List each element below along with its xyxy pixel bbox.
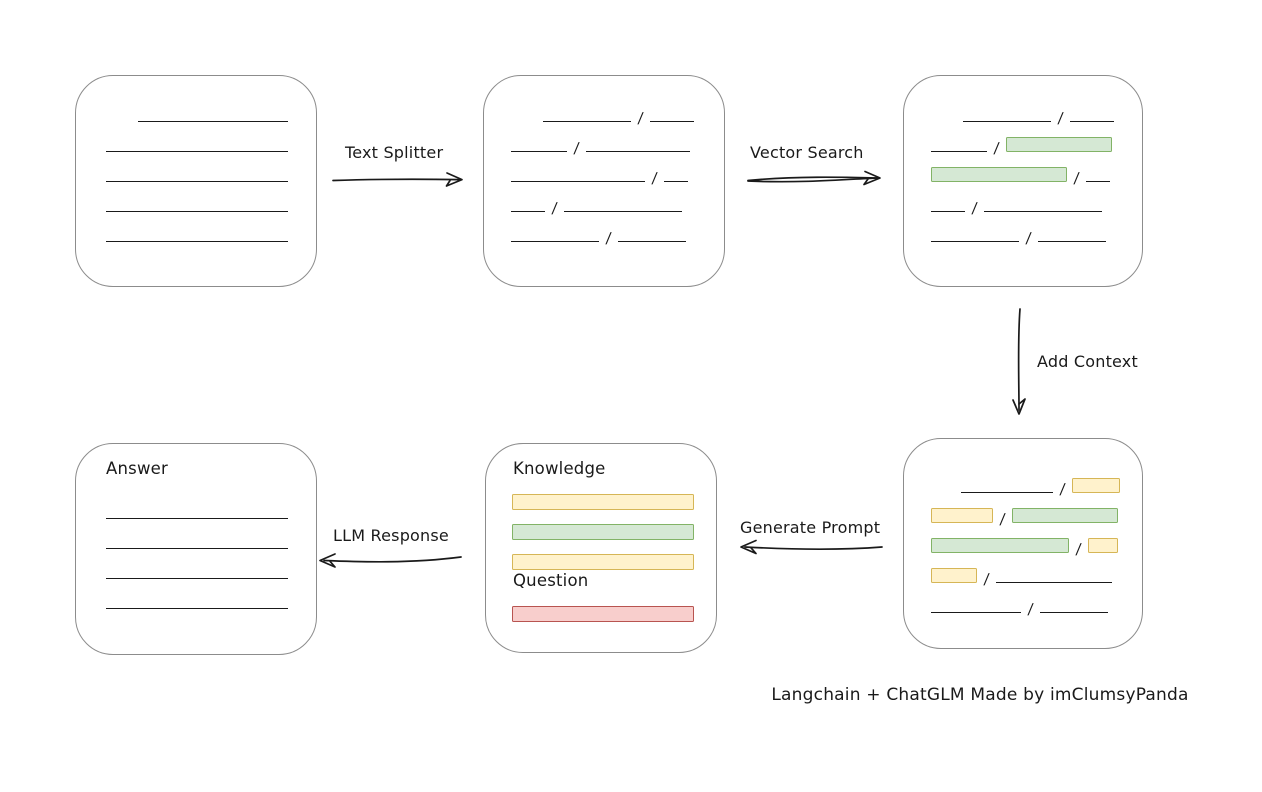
chunks-rows: ///// (484, 76, 724, 247)
question-label: Question (513, 571, 589, 590)
knowledge-bars (512, 494, 716, 570)
text-splitter-arrow-icon (332, 172, 463, 187)
generate-prompt-arrow-icon (740, 539, 883, 555)
text-line-row (106, 212, 316, 242)
text-line-segment (138, 121, 288, 122)
slash-separator: / (1027, 600, 1035, 618)
green-chunk-chip (1006, 137, 1113, 152)
text-line-row (106, 489, 316, 519)
llm-response-label: LLM Response (333, 526, 449, 545)
llm-response-arrow-icon (319, 553, 462, 568)
red-prompt-bar (512, 606, 694, 622)
add-context-label: Add Context (1037, 352, 1138, 371)
question-bars (512, 606, 716, 622)
answer-label: Answer (106, 459, 168, 478)
text-line-segment (996, 582, 1113, 583)
green-chunk-chip (931, 538, 1069, 553)
text-line-segment (106, 241, 288, 242)
chunk-row: / (931, 583, 1142, 618)
text-line-segment (931, 612, 1021, 613)
yellow-chunk-chip (931, 568, 977, 583)
text-line-segment (106, 151, 288, 152)
text-line-segment (984, 211, 1103, 212)
text-line-segment (1070, 121, 1115, 122)
yellow-chunk-chip (931, 508, 993, 523)
text-line-segment (618, 241, 687, 242)
prompt-box: Knowledge Question (485, 443, 717, 653)
text-line-segment (106, 578, 288, 579)
add-context-arrow-icon (1012, 308, 1026, 415)
chunk-row: / (931, 152, 1142, 187)
text-line-segment (106, 181, 288, 182)
text-line-row (106, 549, 316, 579)
context-chunks-box: ///// (903, 438, 1143, 649)
chunk-row: / (931, 122, 1142, 157)
green-prompt-bar (512, 524, 694, 540)
chunk-row: / (931, 182, 1142, 217)
text-line-segment (664, 181, 689, 182)
slash-separator: / (1025, 229, 1033, 247)
text-line-segment (586, 151, 691, 152)
yellow-prompt-bar (512, 494, 694, 510)
yellow-chunk-chip (1072, 478, 1121, 493)
chunk-row: / (511, 152, 724, 187)
chunk-row: / (931, 92, 1142, 127)
text-line-row (106, 152, 316, 182)
knowledge-label: Knowledge (513, 459, 606, 478)
text-line-segment (511, 241, 599, 242)
chunk-row: / (511, 92, 724, 127)
chunk-row: / (511, 122, 724, 157)
text-splitter-label: Text Splitter (345, 143, 444, 162)
vector-search-arrow-icon (747, 170, 881, 186)
text-line-segment (1086, 181, 1111, 182)
generate-prompt-label: Generate Prompt (740, 518, 881, 537)
retrieved-chunks-box: ///// (903, 75, 1143, 287)
slash-separator: / (605, 229, 613, 247)
chunk-row: / (931, 523, 1142, 558)
text-line-segment (1038, 241, 1107, 242)
text-line-row (106, 579, 316, 609)
text-line-segment (511, 211, 545, 212)
context-chunks-rows: ///// (904, 439, 1142, 618)
chunk-row: / (511, 182, 724, 217)
text-line-segment (564, 211, 683, 212)
text-line-segment (106, 608, 288, 609)
retrieved-chunks-rows: ///// (904, 76, 1142, 247)
chunks-box: ///// (483, 75, 725, 287)
text-line-segment (1040, 612, 1109, 613)
text-line-row (106, 92, 316, 122)
text-line-row (106, 122, 316, 152)
diagram-caption: Langchain + ChatGLM Made by imClumsyPand… (771, 685, 1189, 705)
text-line-segment (511, 151, 567, 152)
text-line-segment (543, 121, 631, 122)
answer-box: Answer (75, 443, 317, 655)
text-line-segment (931, 211, 965, 212)
chunk-row: / (931, 463, 1142, 498)
chunk-row: / (931, 493, 1142, 528)
text-line-segment (931, 151, 987, 152)
text-line-segment (511, 181, 645, 182)
text-line-segment (106, 548, 288, 549)
green-chunk-chip (931, 167, 1067, 182)
text-line-segment (931, 241, 1019, 242)
answer-lines (106, 489, 316, 609)
chunk-row: / (931, 212, 1142, 247)
text-line-row (106, 182, 316, 212)
text-line-segment (650, 121, 695, 122)
green-chunk-chip (1012, 508, 1119, 523)
document-box (75, 75, 317, 287)
text-line-row (106, 519, 316, 549)
vector-search-label: Vector Search (750, 143, 864, 162)
yellow-prompt-bar (512, 554, 694, 570)
text-line-segment (106, 518, 288, 519)
text-line-segment (961, 492, 1053, 493)
yellow-chunk-chip (1088, 538, 1119, 553)
document-lines (76, 76, 316, 242)
text-line-segment (963, 121, 1051, 122)
chunk-row: / (931, 553, 1142, 588)
chunk-row: / (511, 212, 724, 247)
text-line-segment (106, 211, 288, 212)
